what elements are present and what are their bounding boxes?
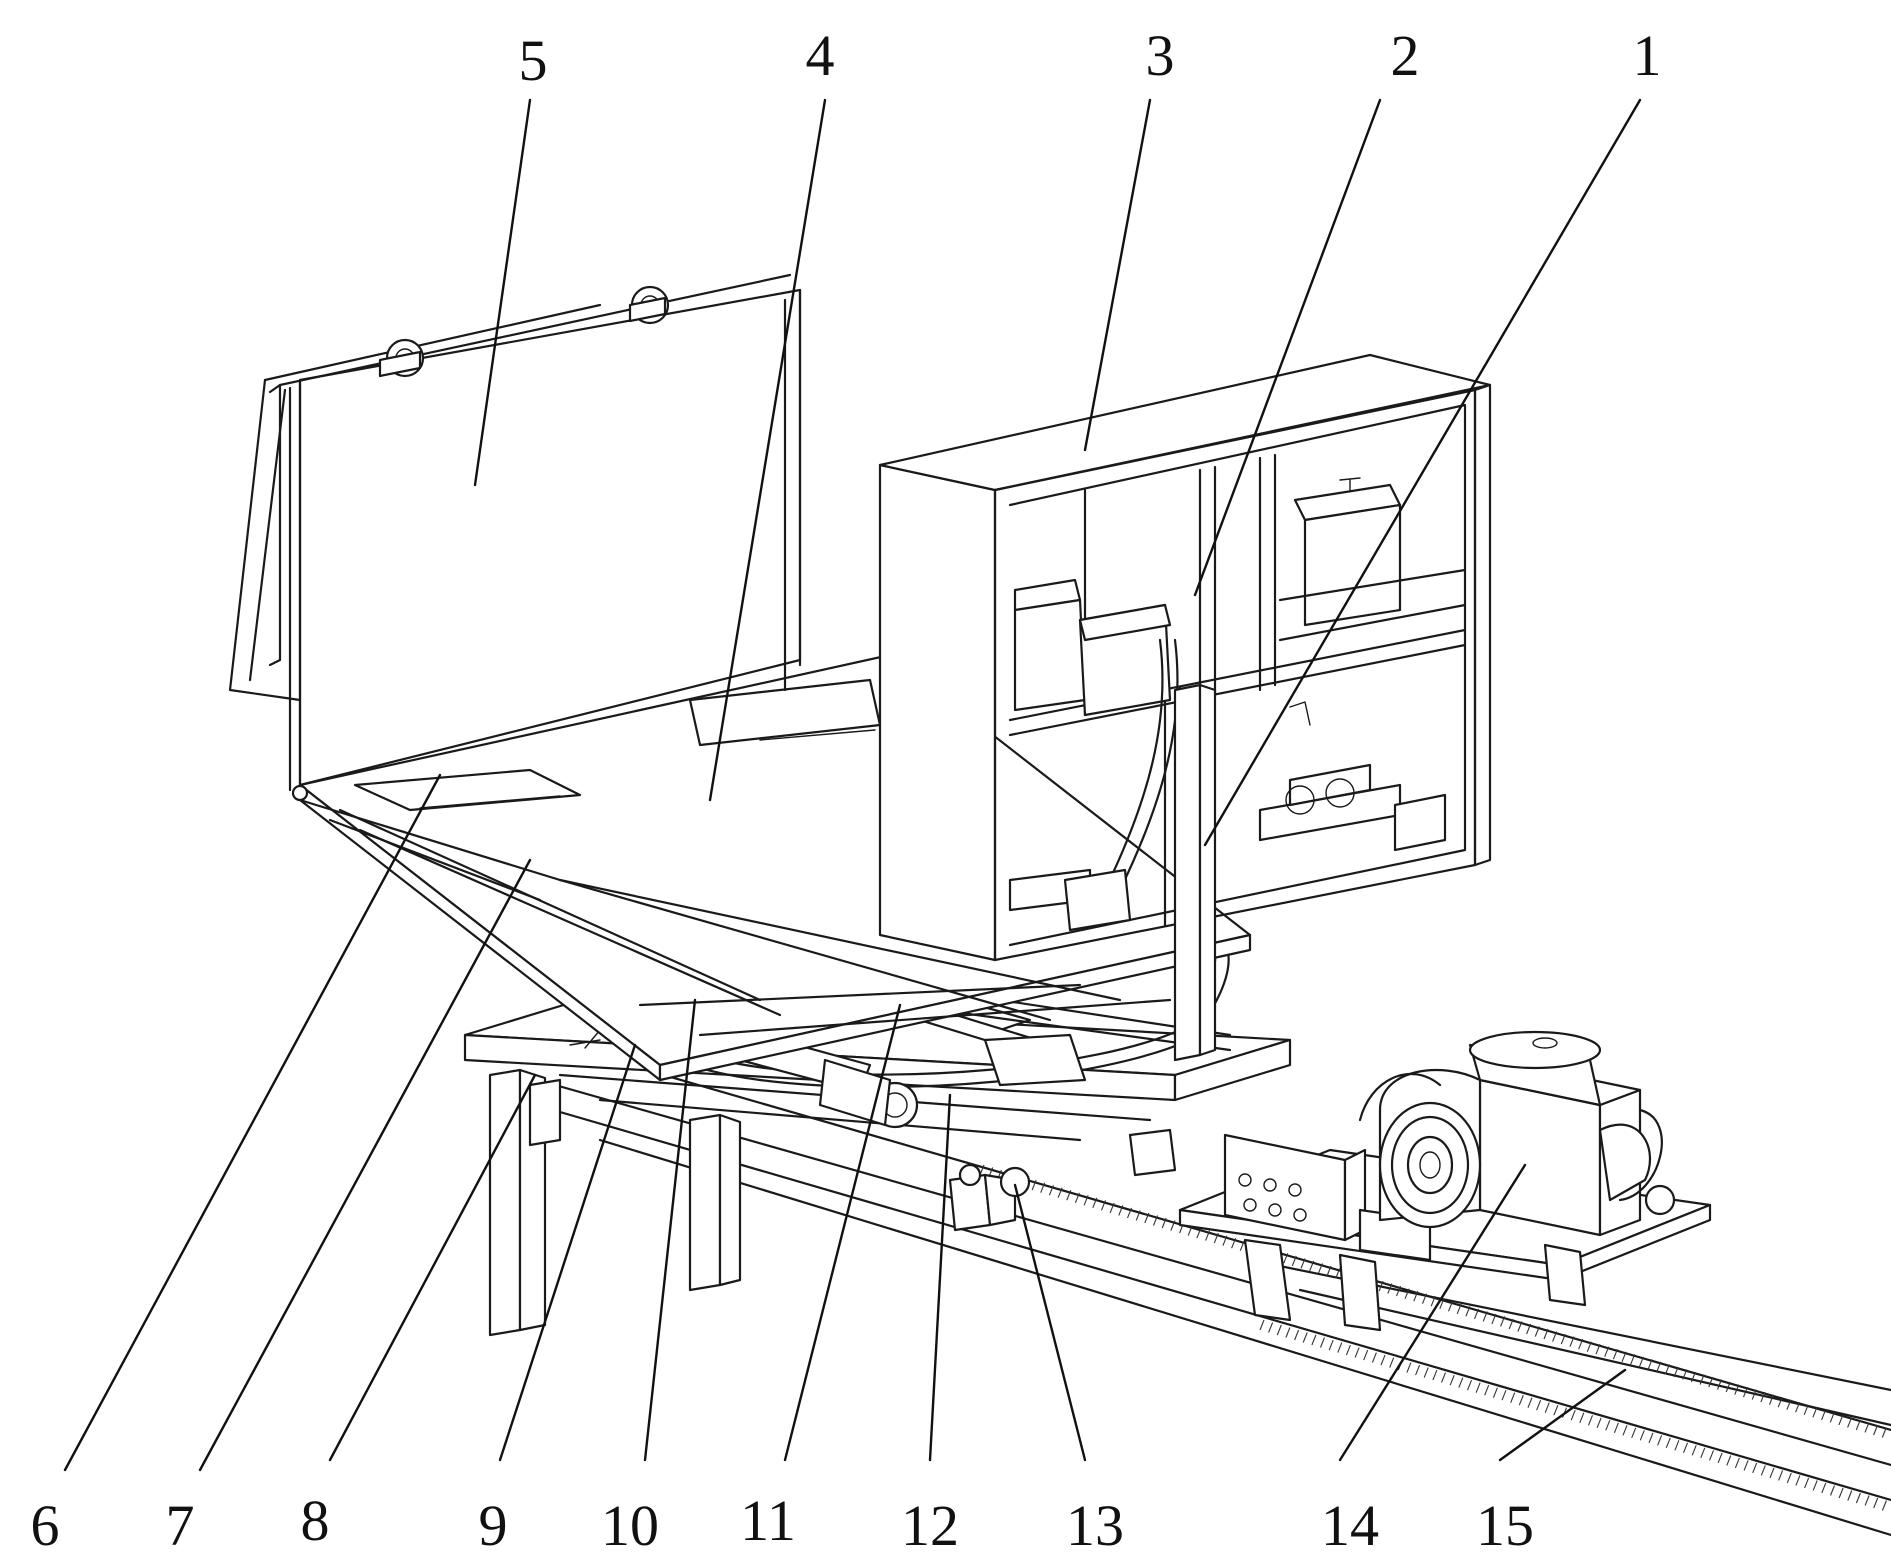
label-3: 3 (1146, 23, 1175, 88)
leader-line-14 (1338, 1163, 1527, 1462)
leader-line-1 (1203, 98, 1642, 847)
label-9: 9 (479, 1493, 508, 1553)
motor-gear-unit (1358, 1030, 1676, 1237)
leader-line-3 (1083, 98, 1152, 452)
part-labels: 1 2 3 4 5 6 7 8 9 10 11 12 13 14 15 (31, 23, 1662, 1553)
label-11: 11 (740, 1488, 796, 1553)
rail-track (518, 1043, 1891, 1537)
clamp-blocks (948, 1128, 1177, 1232)
leader-line-6 (63, 773, 442, 1472)
leader-line-10 (643, 998, 697, 1462)
main-deck (291, 653, 1252, 1082)
folding-side-panel (228, 273, 802, 792)
label-10: 10 (601, 1493, 659, 1553)
leader-line-15 (1498, 1368, 1627, 1462)
leader-line-12 (928, 1093, 952, 1462)
support-legs (488, 1068, 742, 1337)
leader-line-11 (783, 1003, 902, 1462)
label-12: 12 (901, 1493, 959, 1553)
label-5: 5 (519, 28, 548, 93)
label-4: 4 (806, 23, 835, 88)
label-6: 6 (31, 1493, 60, 1553)
leader-line-5 (473, 98, 532, 487)
label-8: 8 (301, 1488, 330, 1553)
gear-rack-teeth (979, 1164, 1887, 1511)
label-13: 13 (1066, 1493, 1124, 1553)
label-15: 15 (1476, 1493, 1534, 1553)
leader-line-8 (328, 1073, 537, 1462)
leader-line-7 (198, 858, 532, 1472)
leader-line-9 (498, 1043, 637, 1462)
cabinet (878, 353, 1492, 1062)
leader-line-2 (1193, 98, 1382, 597)
leader-line-4 (708, 98, 827, 802)
label-1: 1 (1633, 23, 1662, 88)
label-2: 2 (1391, 23, 1420, 88)
label-14: 14 (1321, 1493, 1379, 1553)
deck-underframe (338, 808, 1172, 1087)
leader-lines (63, 98, 1642, 1472)
leader-line-13 (1013, 1183, 1087, 1462)
label-7: 7 (166, 1493, 195, 1553)
